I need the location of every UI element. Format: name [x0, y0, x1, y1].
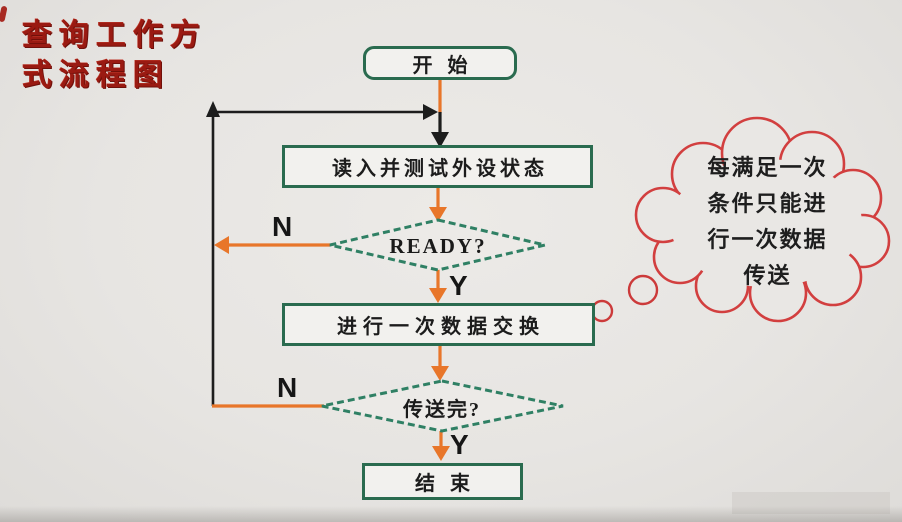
decision-ready-shape — [329, 218, 546, 272]
cloud-line-2: 条件只能进 — [707, 191, 828, 216]
page-title: 查询工作方 式流程图 — [22, 16, 207, 96]
branch-label-ready-no: N — [272, 211, 293, 242]
arrowhead-down — [431, 366, 449, 381]
loop-back-connector — [206, 101, 438, 406]
thought-trail-dot-medium — [590, 299, 614, 323]
arrowhead-up — [206, 101, 220, 117]
thought-cloud-text: 每满足一次 条件只能进 行一次数据 传送 — [670, 150, 865, 294]
page-title-line-2: 式流程图 — [22, 59, 170, 92]
connector-ready-no — [214, 236, 330, 254]
decision-transfer-done-shape — [321, 379, 564, 433]
thought-trail-dot-large — [627, 274, 659, 306]
watermark-patch — [732, 492, 890, 514]
branch-label-ready-yes: Y — [449, 270, 468, 301]
connector-read-to-ready — [429, 188, 447, 222]
bottom-shade — [0, 506, 902, 522]
cloud-line-3: 行一次数据 — [707, 227, 828, 252]
page-title-line-1: 查询工作方 — [22, 19, 207, 52]
branch-label-done-no: N — [277, 372, 298, 403]
thought-cloud — [634, 116, 891, 323]
connector-exchange-to-done — [431, 346, 449, 381]
flow-node-end: 结 束 — [362, 463, 523, 500]
arrowhead-down — [432, 446, 450, 461]
arrowhead-right — [423, 104, 438, 120]
flow-node-start: 开 始 — [363, 46, 517, 80]
arrowhead-left — [214, 236, 229, 254]
connector-done-yes — [432, 431, 450, 461]
connector-start-to-read — [431, 79, 449, 148]
arrowhead-down — [429, 207, 447, 222]
cloud-line-4: 传送 — [743, 263, 792, 288]
branch-label-done-yes: Y — [450, 429, 469, 460]
decision-ready-label: READY? — [389, 233, 487, 258]
cloud-line-1: 每满足一次 — [707, 155, 828, 180]
arrowhead-down — [431, 132, 449, 148]
connector-ready-yes — [429, 269, 447, 303]
arrowhead-down — [429, 288, 447, 303]
flow-node-exchange: 进行一次数据交换 — [282, 303, 595, 346]
flow-node-read-status: 读入并测试外设状态 — [282, 145, 593, 188]
decision-transfer-done-label: 传送完? — [403, 398, 481, 421]
